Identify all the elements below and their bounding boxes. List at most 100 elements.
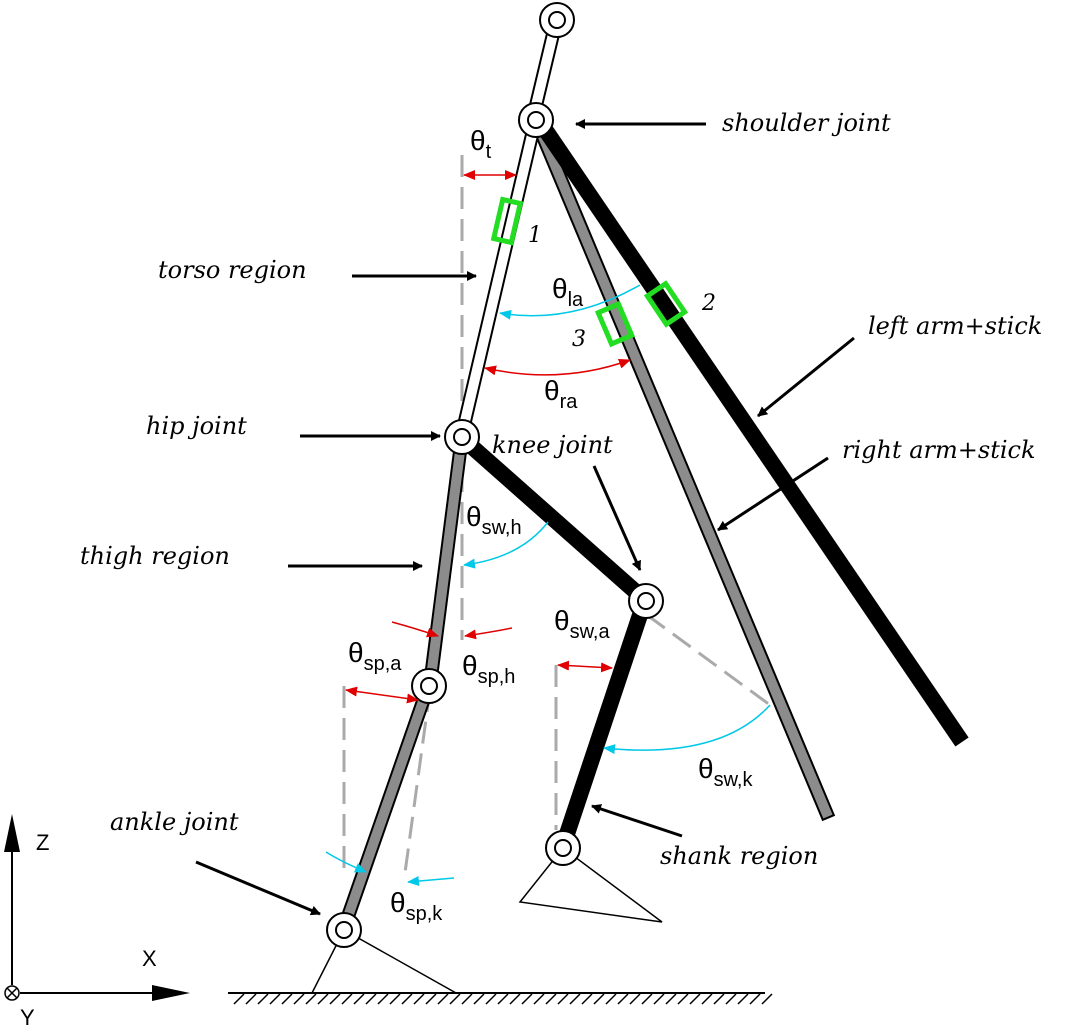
theta-spa-line-left bbox=[391, 621, 439, 638]
sensor-2-label: 2 bbox=[701, 291, 716, 316]
theta-swk-label: θsw,k bbox=[698, 753, 753, 791]
swing-thigh-segment bbox=[456, 432, 651, 606]
ground-hatch-line bbox=[449, 993, 461, 1005]
shoulder-joint-label: shoulder joint bbox=[722, 109, 891, 137]
theta-spa-arrow bbox=[345, 686, 419, 704]
joints bbox=[326, 2, 664, 948]
ground-hatch-line bbox=[593, 993, 605, 1005]
theta-ra-arrow bbox=[484, 358, 631, 376]
ground-hatch-line bbox=[461, 993, 473, 1005]
ground-hatch-line bbox=[725, 993, 737, 1005]
theta-t-label: θt bbox=[470, 125, 492, 163]
ground-hatch-line bbox=[545, 993, 557, 1005]
ground-hatch-line bbox=[761, 993, 773, 1005]
ankle-joint-label: ankle joint bbox=[110, 808, 239, 836]
callout-arrows bbox=[195, 119, 855, 916]
ankle-joint-marker bbox=[326, 912, 362, 948]
swing-shank-segment bbox=[555, 597, 653, 849]
theta-ra-label: θra bbox=[544, 375, 578, 413]
left-arm-stick bbox=[533, 117, 969, 747]
sensor-1 bbox=[490, 196, 524, 246]
right-arm-stick-label: right arm+stick bbox=[842, 436, 1036, 464]
knee-joint-marker bbox=[628, 583, 664, 619]
ground-hatch-line bbox=[437, 993, 449, 1005]
ground-hatch-line bbox=[509, 993, 521, 1005]
ground-hatch-line bbox=[413, 993, 425, 1005]
hip-joint-label: hip joint bbox=[146, 412, 247, 440]
theta-spk-right bbox=[407, 876, 455, 886]
ground-hatch-line bbox=[629, 993, 641, 1005]
theta-spk-left bbox=[325, 851, 367, 873]
ground-hatch-line bbox=[485, 993, 497, 1005]
ground-hatch-line bbox=[701, 993, 713, 1005]
sensor-1-label: 1 bbox=[528, 223, 542, 248]
ground-hatch-line bbox=[365, 993, 377, 1005]
ground-hatch-line bbox=[641, 993, 653, 1005]
reference-lines bbox=[342, 155, 771, 881]
theta-swh-label: θsw,h bbox=[466, 501, 522, 539]
coordinate-axes bbox=[4, 814, 190, 1001]
theta-sph-line bbox=[464, 627, 513, 640]
ground-hatch-line bbox=[257, 993, 269, 1005]
theta-spk-label: θsp,k bbox=[390, 887, 443, 925]
theta-la-arrow bbox=[499, 284, 641, 320]
z-axis-label: Z bbox=[36, 830, 49, 855]
ground-hatch-line bbox=[233, 993, 245, 1005]
thigh-region-label: thigh region bbox=[80, 542, 230, 570]
ground bbox=[228, 992, 773, 1005]
swing-foot bbox=[518, 846, 663, 923]
ground-hatch-line bbox=[569, 993, 581, 1005]
ground-hatch-line bbox=[521, 993, 533, 1005]
x-axis-label: X bbox=[142, 946, 157, 971]
ground-hatch-line bbox=[269, 993, 281, 1005]
ground-hatch-line bbox=[293, 993, 305, 1005]
ground-hatch-line bbox=[677, 993, 689, 1005]
angle-arcs bbox=[325, 170, 771, 886]
ground-hatch-line bbox=[305, 993, 317, 1005]
ground-hatch-line bbox=[377, 993, 389, 1005]
ground-hatch-line bbox=[713, 993, 725, 1005]
stance-shank-segment bbox=[337, 684, 435, 931]
left-arm-stick-label: left arm+stick bbox=[868, 312, 1042, 340]
ground-hatch-line bbox=[281, 993, 293, 1005]
ground-hatch-line bbox=[617, 993, 629, 1005]
ground-hatch-line bbox=[689, 993, 701, 1005]
ground-hatch-line bbox=[533, 993, 545, 1005]
sensors bbox=[490, 196, 689, 348]
ground-hatch-line bbox=[653, 993, 665, 1005]
ground-hatch-line bbox=[341, 993, 353, 1005]
ground-hatch-line bbox=[737, 993, 749, 1005]
ground-hatch-line bbox=[557, 993, 569, 1005]
theta-sph-label: θsp,h bbox=[462, 650, 515, 688]
ground-hatch-line bbox=[401, 993, 413, 1005]
ground-hatch-line bbox=[389, 993, 401, 1005]
theta-swh-arrow bbox=[463, 521, 549, 569]
sensor-3 bbox=[594, 300, 636, 348]
sensor-3-label: 3 bbox=[572, 327, 586, 352]
stance-thigh-segment bbox=[423, 435, 469, 686]
ground-hatch-line bbox=[473, 993, 485, 1005]
right-arm-stick bbox=[526, 110, 836, 822]
stance-foot bbox=[310, 928, 459, 994]
y-axis-label: Y bbox=[20, 1005, 35, 1030]
left-arm-arrow bbox=[757, 336, 855, 418]
ground-hatch-line bbox=[749, 993, 761, 1005]
right-arm-arrow bbox=[717, 456, 829, 532]
ground-hatch-line bbox=[581, 993, 593, 1005]
ground-hatch-line bbox=[353, 993, 365, 1005]
torso-region-label: torso region bbox=[158, 256, 307, 284]
hip-joint-marker bbox=[444, 419, 480, 455]
knee-joint-label: knee joint bbox=[492, 431, 613, 459]
shank-arrow bbox=[591, 804, 683, 838]
ground-hatch-line bbox=[317, 993, 329, 1005]
shoulder-joint-marker bbox=[518, 102, 554, 138]
sensor-2 bbox=[643, 280, 689, 328]
shank-region-label: shank region bbox=[660, 842, 818, 870]
torso-segment bbox=[455, 120, 542, 436]
theta-swk-arrow bbox=[603, 704, 771, 755]
theta-swa-arrow bbox=[557, 660, 613, 673]
theta-la-label: θla bbox=[552, 273, 584, 311]
theta-swa-label: θsw,a bbox=[554, 605, 610, 643]
